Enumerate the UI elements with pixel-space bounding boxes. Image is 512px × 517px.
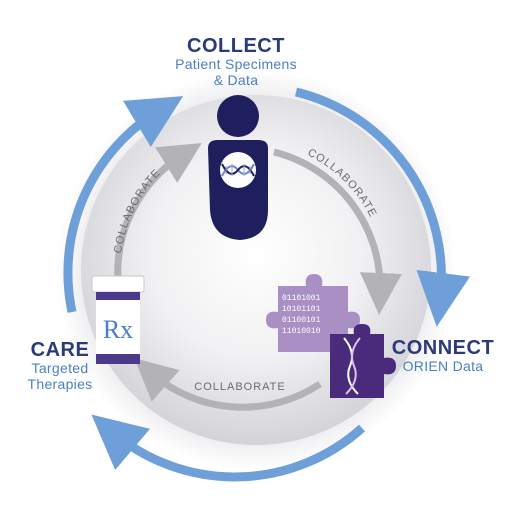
binary-line-4: 11010010 (282, 327, 321, 336)
outer-arrow-care-to-collect (63, 96, 184, 313)
node-connect: CONNECT ORIEN Data (378, 338, 508, 374)
rx-symbol: Rx (103, 315, 133, 344)
inner-arrow-care-to-collect (114, 142, 202, 283)
inner-arrow-connect-to-care (134, 358, 322, 411)
outer-arrow-collect-to-connect (294, 87, 471, 327)
dna-icon (220, 152, 256, 188)
collect-title: COLLECT (187, 35, 285, 57)
binary-line-2: 10101101 (282, 305, 321, 314)
node-care: CARE Targeted Therapies (4, 340, 116, 392)
puzzle-icon: 01101001 10101101 01100101 11010010 (266, 274, 396, 398)
care-subtitle-line2: Therapies (27, 376, 93, 392)
connect-subtitle: ORIEN Data (402, 358, 484, 374)
collaborate-label-bottom: COLLABORATE (194, 381, 286, 393)
collect-subtitle-line1: Patient Specimens (175, 56, 297, 72)
care-subtitle-line1: Targeted (31, 360, 89, 376)
binary-line-3: 01100101 (282, 316, 321, 325)
connect-title: CONNECT (391, 337, 495, 359)
node-collect: COLLECT Patient Specimens & Data (136, 36, 336, 88)
care-title: CARE (30, 339, 90, 361)
outer-arrow-connect-to-care (91, 414, 366, 482)
collect-subtitle-line2: & Data (213, 72, 259, 88)
pill-bottle-icon: Rx (91, 275, 145, 364)
binary-line-1: 01101001 (282, 294, 321, 303)
inner-arrow-collect-to-connect (273, 148, 402, 315)
